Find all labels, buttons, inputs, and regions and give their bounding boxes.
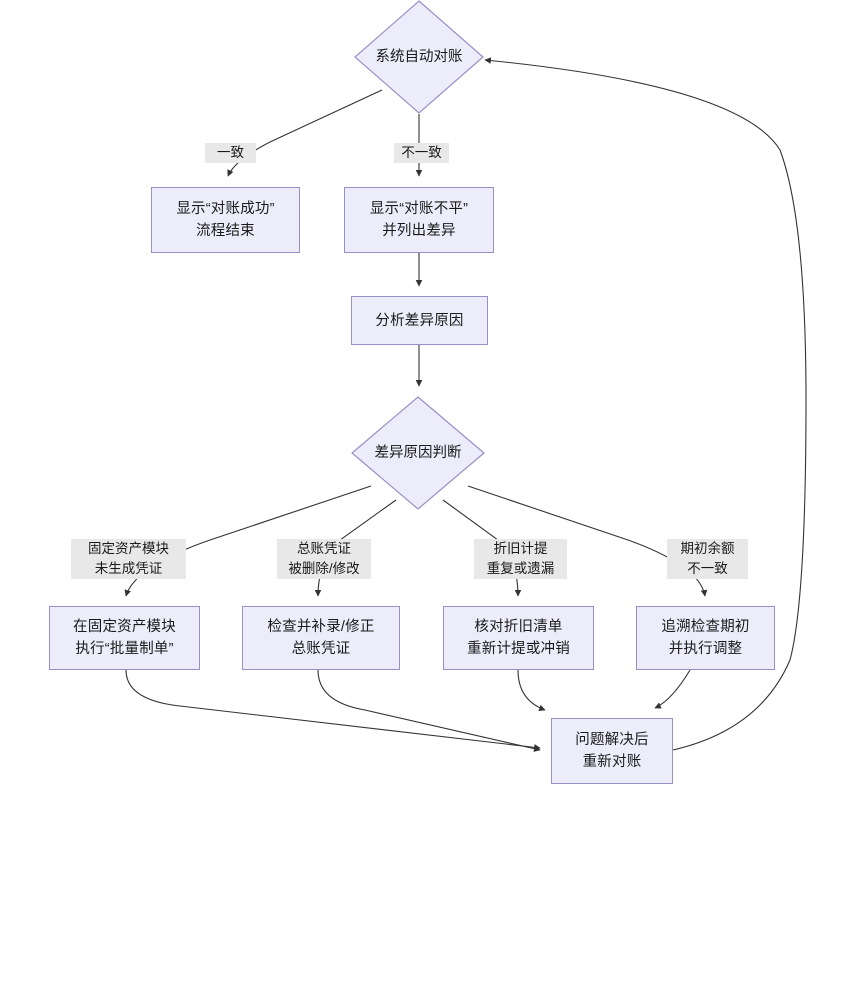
edge-n10-n1 — [484, 57, 807, 751]
edge-label-fixed-asset-no-voucher: 固定资产模块 未生成凭证 — [71, 539, 186, 579]
node-label: 分析差异原因 — [375, 312, 464, 329]
edge-label-opening-balance-mismatch: 期初余额 不一致 — [667, 539, 748, 579]
node-label: 系统自动对账 — [375, 49, 463, 65]
node-show-reconcile-success[interactable]: 显示“对账成功” 流程结束 — [151, 187, 300, 253]
node-analyze-difference-cause[interactable]: 分析差异原因 — [351, 296, 488, 345]
node-difference-cause-decision[interactable]: 差异原因判断 — [351, 396, 485, 510]
diamond-shape — [354, 0, 484, 114]
node-label: 问题解决后 重新对账 — [575, 732, 649, 770]
node-label: 核对折旧清单 重新计提或冲销 — [467, 619, 570, 657]
node-label: 差异原因判断 — [374, 445, 462, 461]
node-trace-opening-balance[interactable]: 追溯检查期初 并执行调整 — [636, 606, 775, 670]
node-label: 显示“对账成功” 流程结束 — [176, 201, 275, 239]
node-verify-depreciation-list[interactable]: 核对折旧清单 重新计提或冲销 — [443, 606, 594, 670]
edge-n7-n10 — [317, 669, 541, 752]
node-label: 在固定资产模块 执行“批量制单” — [73, 619, 176, 657]
node-fixed-asset-batch-voucher[interactable]: 在固定资产模块 执行“批量制单” — [49, 606, 200, 670]
edge-n9-n10 — [654, 669, 691, 709]
node-check-correct-gl-voucher[interactable]: 检查并补录/修正 总账凭证 — [242, 606, 400, 670]
edge-label-consistent: 一致 — [205, 143, 256, 163]
edge-n6-n10 — [125, 669, 541, 751]
node-label: 检查并补录/修正 总账凭证 — [267, 619, 375, 657]
edge-label-depreciation-duplicate: 折旧计提 重复或遗漏 — [474, 539, 567, 579]
edge-label-gl-voucher-deleted: 总账凭证 被删除/修改 — [277, 539, 371, 579]
edge-label-inconsistent: 不一致 — [394, 143, 449, 163]
diamond-shape — [351, 396, 485, 510]
edge-n8-n10 — [517, 669, 546, 712]
node-system-auto-reconcile[interactable]: 系统自动对账 — [354, 0, 484, 114]
node-label: 显示“对账不平” 并列出差异 — [369, 201, 469, 239]
node-label: 追溯检查期初 并执行调整 — [661, 619, 750, 657]
node-show-reconcile-imbalance[interactable]: 显示“对账不平” 并列出差异 — [344, 187, 494, 253]
node-rerun-reconcile-after-fix[interactable]: 问题解决后 重新对账 — [551, 718, 673, 784]
